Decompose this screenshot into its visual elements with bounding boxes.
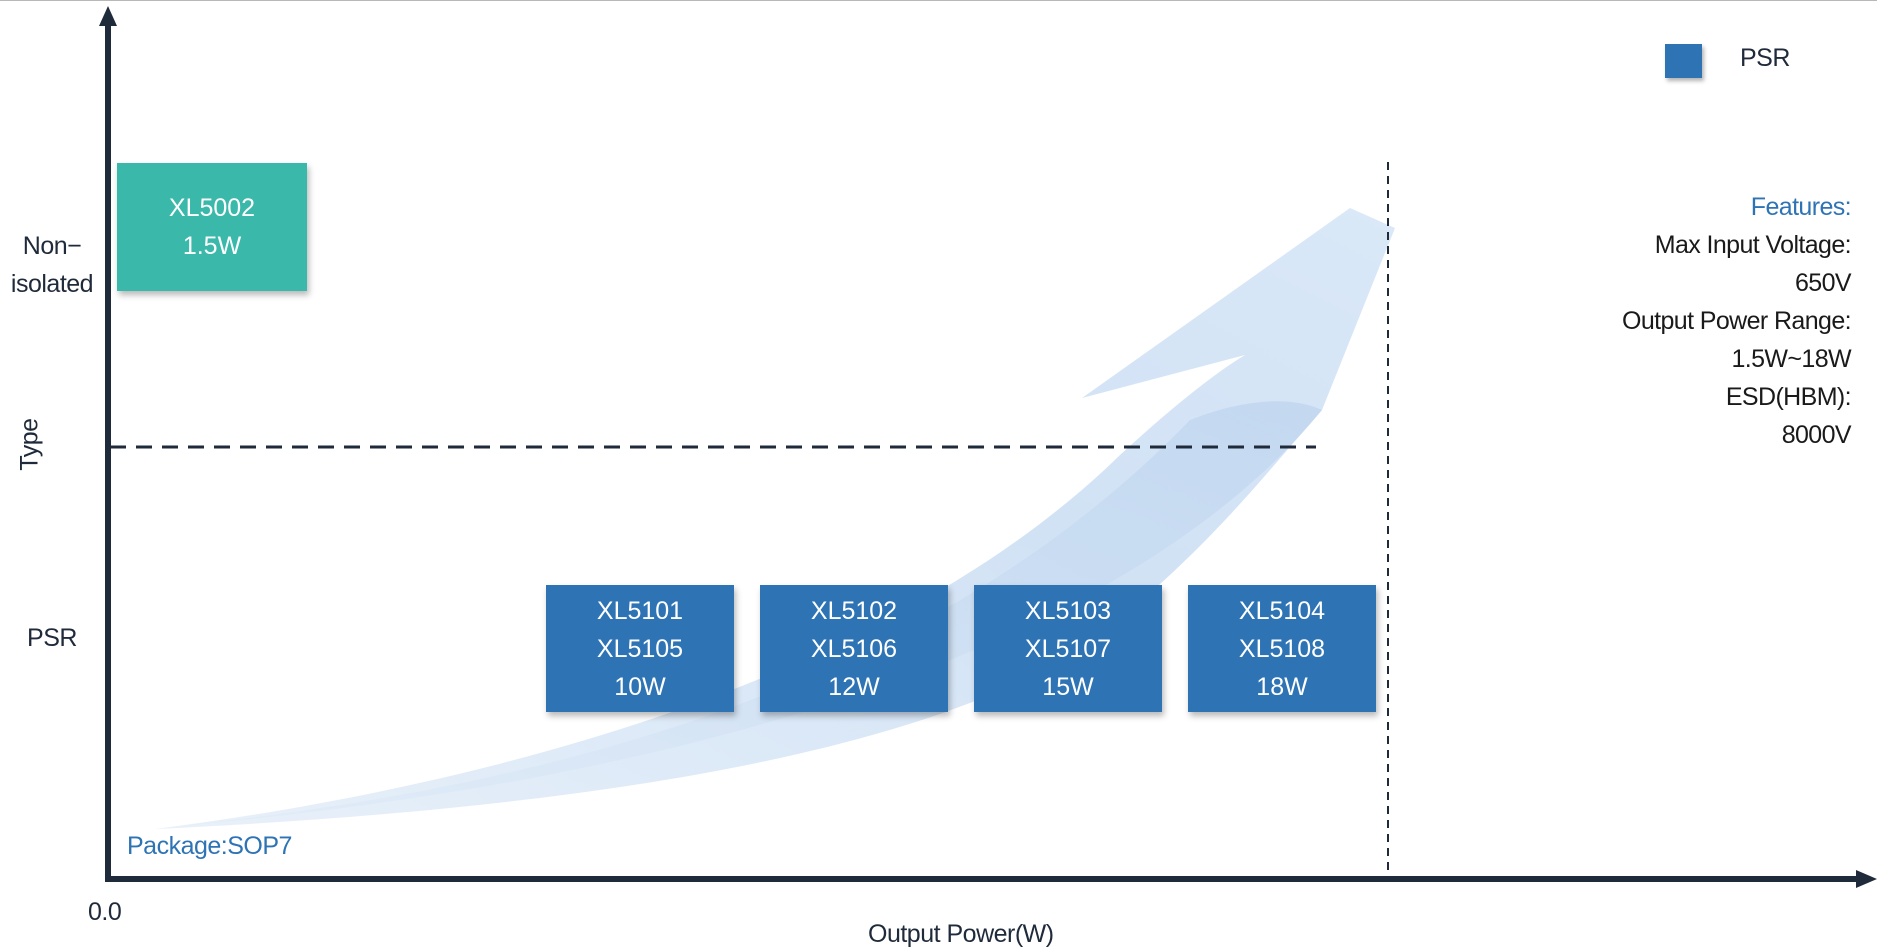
- feature-line: 1.5W~18W: [1731, 345, 1851, 373]
- origin-label: 0.0: [88, 898, 122, 926]
- product-box-xl5002: XL5002 1.5W: [117, 163, 307, 291]
- top-border: [0, 0, 1877, 1]
- x-axis-arrow-icon: [1856, 870, 1877, 888]
- part-number: XL5101: [596, 596, 684, 625]
- feature-line: 8000V: [1781, 421, 1852, 449]
- y-axis-label: Type: [15, 418, 44, 471]
- part-number: XL5108: [1238, 634, 1326, 663]
- part-number: XL5102: [810, 596, 898, 625]
- power-rating: 10W: [614, 672, 666, 701]
- x-axis-label: Output Power(W): [868, 920, 1054, 948]
- product-box-xl5103: XL5103 XL5107 15W: [974, 585, 1162, 712]
- y-category-line2: isolated: [10, 270, 94, 298]
- part-number: XL5107: [1024, 634, 1112, 663]
- feature-line: 650V: [1795, 269, 1852, 297]
- y-axis-arrow-icon: [99, 6, 117, 26]
- feature-line: Output Power Range:: [1621, 307, 1852, 335]
- product-box-xl5104: XL5104 XL5108 18W: [1188, 585, 1376, 712]
- y-category-psr: PSR: [4, 619, 100, 657]
- power-rating: 12W: [828, 672, 880, 701]
- feature-line: Max Input Voltage:: [1654, 231, 1852, 259]
- part-number: XL5103: [1024, 596, 1112, 625]
- y-category-line1: Non−: [22, 232, 82, 260]
- y-category-nonisolated: Non− isolated: [4, 227, 100, 303]
- part-number: XL5106: [810, 634, 898, 663]
- features-panel: Features: Max Input Voltage: 650V Output…: [1621, 188, 1852, 454]
- product-box-xl5101: XL5101 XL5105 10W: [546, 585, 734, 712]
- y-category-line1: PSR: [27, 624, 77, 652]
- power-rating: 18W: [1256, 672, 1308, 701]
- arrow-shade: [180, 401, 1322, 826]
- power-rating: 15W: [1042, 672, 1094, 701]
- power-rating: 1.5W: [182, 232, 242, 260]
- features-title: Features:: [1750, 193, 1852, 221]
- part-number: XL5002: [168, 194, 256, 222]
- part-number: XL5104: [1238, 596, 1326, 625]
- package-note: Package:SOP7: [127, 832, 292, 860]
- legend-label-psr: PSR: [1740, 44, 1790, 72]
- legend-swatch-psr: [1665, 44, 1702, 78]
- product-box-xl5102: XL5102 XL5106 12W: [760, 585, 948, 712]
- feature-line: ESD(HBM):: [1725, 383, 1852, 411]
- part-number: XL5105: [596, 634, 684, 663]
